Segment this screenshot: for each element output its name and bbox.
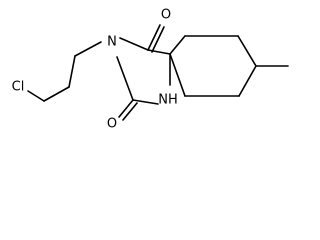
bond-c2-o-bottom-b [122, 102, 138, 121]
bond-c4-spiro [147, 49, 171, 55]
bond-ring-1 [169, 35, 186, 55]
atom-label-o-bottom: O [107, 117, 117, 132]
cyclohexane-ring [169, 35, 289, 97]
bond-ring-3 [237, 35, 257, 67]
bond-ring-4 [238, 65, 257, 97]
atom-label-n: N [107, 35, 117, 50]
bond-c4-o-top-b [151, 26, 165, 53]
bond-c2-o-bottom-a [118, 99, 134, 118]
chloropropyl-chain [27, 41, 102, 102]
atom-label-cl: Cl [12, 80, 25, 95]
atom-label-o-top: O [161, 8, 171, 23]
bond-ring-6 [169, 53, 186, 97]
bond-c4-o-top-a [147, 24, 161, 51]
bond-n-c4 [119, 37, 149, 51]
bond-c1-c2 [43, 86, 70, 102]
bond-c2-n [116, 56, 134, 101]
bond-cl-c1 [27, 90, 45, 102]
chemical-structure-canvas: Cl N NH O O [11, 7, 289, 132]
atom-label-nh: NH [158, 93, 178, 108]
structure-drawing: Cl N NH O O [12, 8, 289, 132]
bond-nh-c2 [132, 99, 159, 105]
hydantoin-ring [116, 24, 171, 121]
bond-c2-c3 [68, 55, 76, 88]
bond-c3-n [74, 41, 102, 57]
